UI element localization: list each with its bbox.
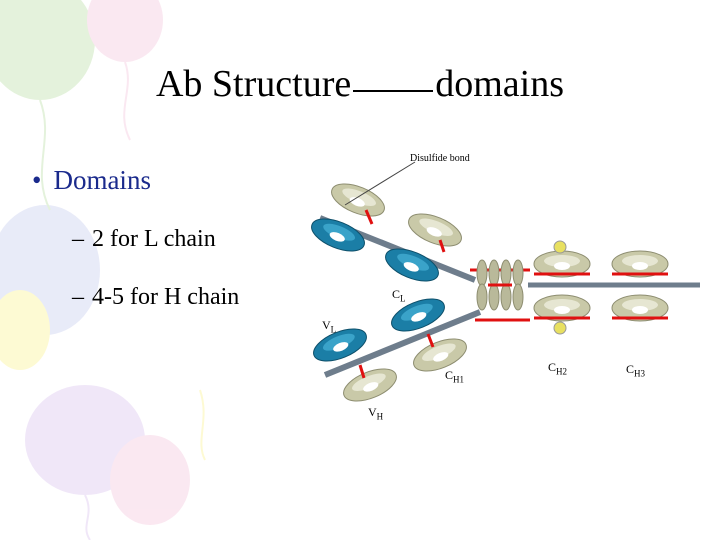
disulfide-bond bbox=[438, 239, 446, 253]
bullet-dot: • bbox=[32, 165, 42, 195]
balloon-decoration bbox=[87, 0, 163, 62]
hinge-segment bbox=[512, 259, 524, 287]
lower-fab-arm bbox=[308, 291, 482, 409]
label-vl: VL bbox=[322, 318, 337, 335]
balloon-decoration bbox=[0, 0, 95, 100]
ch1-domain-upper bbox=[403, 206, 467, 254]
chain-highlight bbox=[327, 207, 479, 269]
bullet-text: Domains bbox=[53, 165, 151, 195]
hinge-segment bbox=[500, 259, 512, 287]
hinge-segment bbox=[476, 259, 488, 287]
balloon-decoration bbox=[110, 435, 190, 525]
label-cl: CL bbox=[392, 287, 406, 304]
balloon-string bbox=[84, 494, 91, 540]
disulfide-bond bbox=[358, 364, 366, 379]
balloon-decoration bbox=[0, 290, 50, 370]
hinge-region bbox=[470, 259, 530, 322]
disulfide-bond bbox=[426, 333, 435, 348]
heavy-chain-line bbox=[323, 309, 482, 378]
antibody-drawing bbox=[306, 161, 700, 409]
sub-dash: – bbox=[72, 226, 84, 252]
hinge-segment bbox=[512, 283, 524, 311]
title-right: domains bbox=[435, 63, 564, 105]
balloon-string bbox=[39, 99, 51, 211]
hinge-segment bbox=[476, 283, 488, 311]
hinge-segment bbox=[500, 283, 512, 311]
disulfide-bond bbox=[364, 209, 374, 225]
sub-item-text: 2 for L chain bbox=[92, 226, 216, 252]
sub-item-h-chain: –4-5 for H chain bbox=[72, 284, 239, 311]
vh-domain-lower bbox=[338, 361, 402, 409]
antibody-diagram: Disulfide bond CL VL VH CH1 CH2 CH3 bbox=[300, 140, 720, 440]
sub-item-l-chain: –2 for L chain bbox=[72, 226, 216, 253]
carbohydrate-icon bbox=[553, 240, 567, 254]
carbohydrate-icon bbox=[553, 321, 567, 335]
vl-domain-upper bbox=[306, 211, 370, 259]
fc-region bbox=[528, 240, 700, 335]
slide-title: Ab Structure domains bbox=[0, 62, 720, 106]
label-ch3: CH3 bbox=[626, 362, 646, 379]
bullet-domains: • Domains bbox=[32, 165, 151, 196]
label-ch2: CH2 bbox=[548, 360, 568, 377]
sub-dash: – bbox=[72, 284, 84, 310]
hinge-segment bbox=[488, 259, 500, 287]
balloon-string bbox=[199, 389, 206, 461]
sub-item-text: 4-5 for H chain bbox=[92, 284, 240, 310]
title-left: Ab Structure bbox=[155, 63, 352, 105]
balloon-string bbox=[123, 61, 131, 141]
title-dash bbox=[353, 90, 434, 93]
disulfide-bond-label: Disulfide bond bbox=[410, 153, 470, 164]
label-ch1: CH1 bbox=[445, 368, 465, 385]
hinge-segment bbox=[488, 283, 500, 311]
label-pointer-line bbox=[344, 161, 416, 206]
upper-fab-arm bbox=[306, 176, 479, 289]
label-vh: VH bbox=[368, 405, 384, 422]
